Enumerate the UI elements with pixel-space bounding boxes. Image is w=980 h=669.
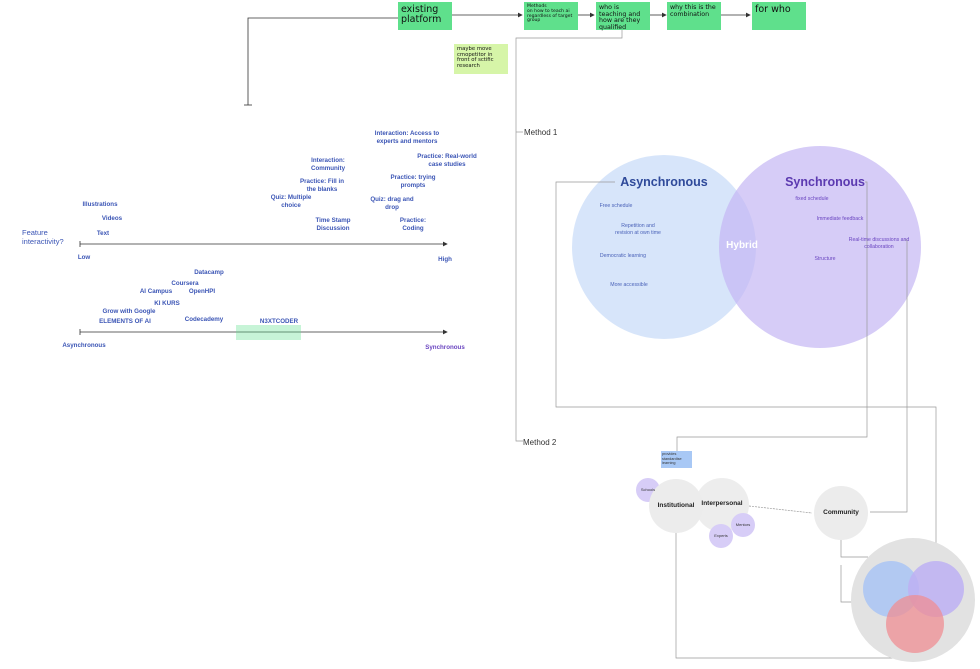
community-label: Community: [823, 509, 859, 516]
platform-item: Codecademy: [184, 316, 224, 323]
sync-title: Synchronous: [785, 175, 865, 189]
sticky-existing-platform[interactable]: existing platform: [398, 2, 452, 30]
method2-note: provides standardise learning: [662, 452, 682, 466]
sticky-methods[interactable]: Methods on how to teach ai regardless of…: [524, 2, 578, 30]
sticky-note[interactable]: maybe move cmopetitor in front of sctifi…: [454, 44, 508, 74]
async-item: Free schedule: [599, 203, 633, 209]
feature-item: Quiz: Multiple choice: [270, 194, 312, 209]
method1-label: Method 1: [524, 128, 558, 137]
high-label: High: [438, 256, 452, 263]
platform-item: ELEMENTS OF AI: [99, 318, 151, 325]
feature-item: Practice: Coding: [399, 217, 427, 232]
platform-item: Coursera: [171, 280, 199, 287]
note-box: [661, 451, 692, 468]
sync-axis-label: Synchronous: [425, 344, 465, 351]
n3xtcoder-highlight: [236, 325, 301, 340]
sync-circle: [719, 146, 921, 348]
sync-item: Structure: [814, 256, 836, 262]
async-item: Democratic learning: [599, 253, 647, 259]
async-item: Repetition and revision at own time: [615, 223, 661, 236]
sticky-why-combination[interactable]: why this is the combination: [667, 2, 721, 30]
venn-red: [886, 595, 944, 653]
sync-item: Immediate feedback: [816, 216, 864, 222]
community-circle: [814, 486, 868, 540]
sticky-for-who[interactable]: for who: [752, 2, 806, 30]
platform-item: OpenHPI: [188, 288, 216, 295]
mentors-circle: [731, 513, 755, 537]
method1-frame-right: [676, 181, 868, 452]
platform-item: N3XTCODER: [259, 318, 299, 325]
feature-axis-label: Feature interactivity?: [22, 228, 64, 247]
async-item: More accessible: [610, 282, 648, 288]
async-circle: [572, 155, 756, 339]
feature-item: Interaction: Community: [310, 157, 346, 172]
feature-item: Practice: Real-world case studies: [417, 153, 477, 168]
feature-item: Text: [96, 230, 110, 237]
feature-item: Quiz: drag and drop: [370, 196, 414, 211]
sync-item: fixed schedule: [795, 196, 829, 202]
institutional-circle: [649, 479, 703, 533]
sticky-who-teaching[interactable]: who is teaching and how are they qualifi…: [596, 2, 650, 31]
platform-item: AI Campus: [139, 288, 173, 295]
platform-item: KI KURS: [154, 300, 180, 307]
realtime-connector: [870, 239, 908, 513]
bracket-line: [247, 17, 398, 105]
schools-label: Schools: [640, 487, 656, 492]
feature-item: Interaction: Access to experts and mento…: [374, 130, 440, 145]
experts-circle: [709, 524, 733, 548]
feature-item: Practice: Fill in the blanks: [299, 178, 344, 193]
method-connector: [515, 30, 623, 442]
platform-item: Grow with Google: [102, 308, 156, 315]
platform-item: Datacamp: [194, 269, 224, 276]
experts-label: Experts: [714, 533, 728, 538]
institutional-label: Institutional: [657, 502, 695, 509]
sync-item: Real-time discussions and collaboration: [848, 237, 910, 250]
async-axis-label: Asynchronous: [62, 342, 106, 349]
mentors-label: Mentors: [735, 522, 751, 527]
async-title: Asynchronous: [620, 175, 708, 189]
method2-label: Method 2: [523, 438, 557, 447]
low-label: Low: [77, 254, 91, 261]
interpersonal-label: Interpersonal: [701, 500, 743, 507]
feature-item: Time Stamp Discussion: [315, 217, 351, 232]
feature-item: Videos: [101, 215, 123, 222]
feature-item: Practice: trying prompts: [390, 174, 436, 189]
hybrid-label: Hybrid: [726, 240, 758, 251]
feature-item: Illustrations: [82, 201, 118, 208]
